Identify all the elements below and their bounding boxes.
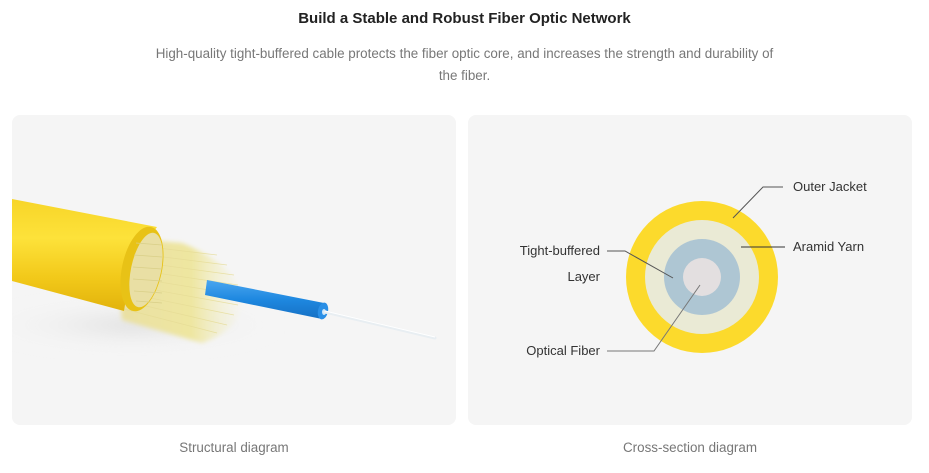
page-subtitle: High-quality tight-buffered cable protec… <box>155 46 774 83</box>
outer-jacket-label: Outer Jacket <box>793 179 867 194</box>
optical-fiber-leader <box>607 284 701 352</box>
structural-diagram-card <box>12 115 456 425</box>
tight-buffer-leader <box>607 250 674 279</box>
aramid-yarn-label: Aramid Yarn <box>793 239 865 254</box>
cross-section-diagram-caption: Cross-section diagram <box>623 440 757 455</box>
outer-jacket-leader <box>732 186 783 219</box>
cable-structure-illustration <box>12 199 437 353</box>
optical-fiber-core <box>683 258 721 296</box>
cable-cross-section <box>607 186 785 353</box>
page-title: Build a Stable and Robust Fiber Optic Ne… <box>298 10 631 27</box>
tight-buffered-label-line2: Layer <box>567 269 600 284</box>
optical-fiber-strand <box>323 310 437 340</box>
structural-diagram-caption: Structural diagram <box>179 440 289 455</box>
cross-section-diagram-card: Outer Jacket Aramid Yarn Tight-buffered … <box>468 115 912 425</box>
optical-fiber-label: Optical Fiber <box>526 343 600 358</box>
tight-buffered-label-line1: Tight-buffered <box>519 243 600 258</box>
